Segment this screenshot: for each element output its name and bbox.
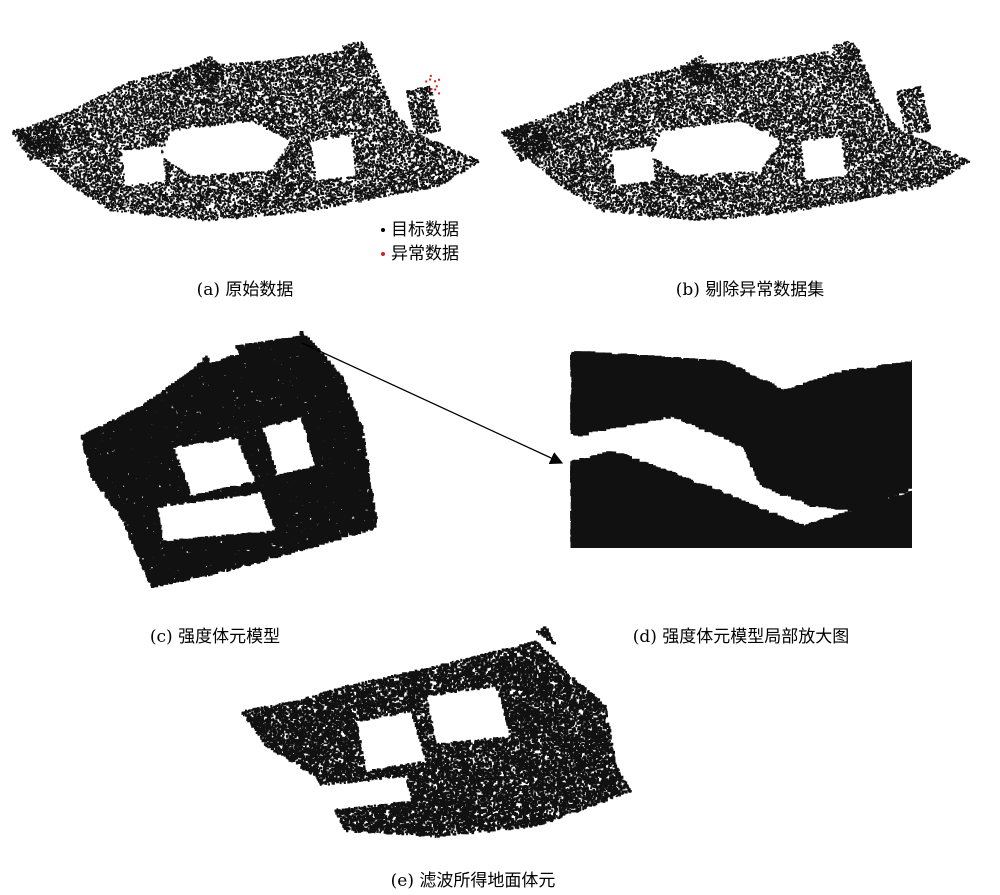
voxel-model-c-cells (80, 331, 378, 588)
legend-target-label: 目标数据 (391, 220, 459, 240)
voxel-model-c (80, 331, 378, 588)
caption-b: (b) 剔除异常数据集 (675, 280, 825, 300)
voxel-zoom-d-cells (570, 351, 912, 548)
legend: 目标数据 异常数据 (381, 218, 459, 266)
legend-item-outlier: 异常数据 (381, 242, 459, 266)
outlier-dot-icon (381, 252, 385, 256)
panel-b-filtered (500, 10, 990, 240)
point-cloud-b-points (501, 40, 971, 221)
ground-voxels-e-cells (241, 626, 632, 838)
ground-voxels-e (241, 626, 632, 838)
target-dot-icon (381, 228, 385, 232)
panel-c-voxel-model (60, 315, 390, 595)
panel-d-zoom (570, 350, 912, 548)
voxel-zoom-d (570, 351, 912, 548)
legend-item-target: 目标数据 (381, 218, 459, 242)
outlier-points (425, 74, 441, 95)
point-cloud-a-points (12, 41, 480, 222)
panel-e-ground (235, 625, 640, 845)
caption-e: (e) 滤波所得地面体元 (390, 871, 556, 891)
legend-outlier-label: 异常数据 (391, 244, 459, 264)
point-cloud-a (12, 41, 480, 222)
caption-d: (d) 强度体元模型局部放大图 (632, 627, 850, 647)
panel-a-raw-data (10, 10, 490, 240)
caption-c: (c) 强度体元模型 (149, 627, 281, 647)
caption-a: (a) 原始数据 (196, 280, 294, 300)
point-cloud-b (501, 40, 971, 221)
